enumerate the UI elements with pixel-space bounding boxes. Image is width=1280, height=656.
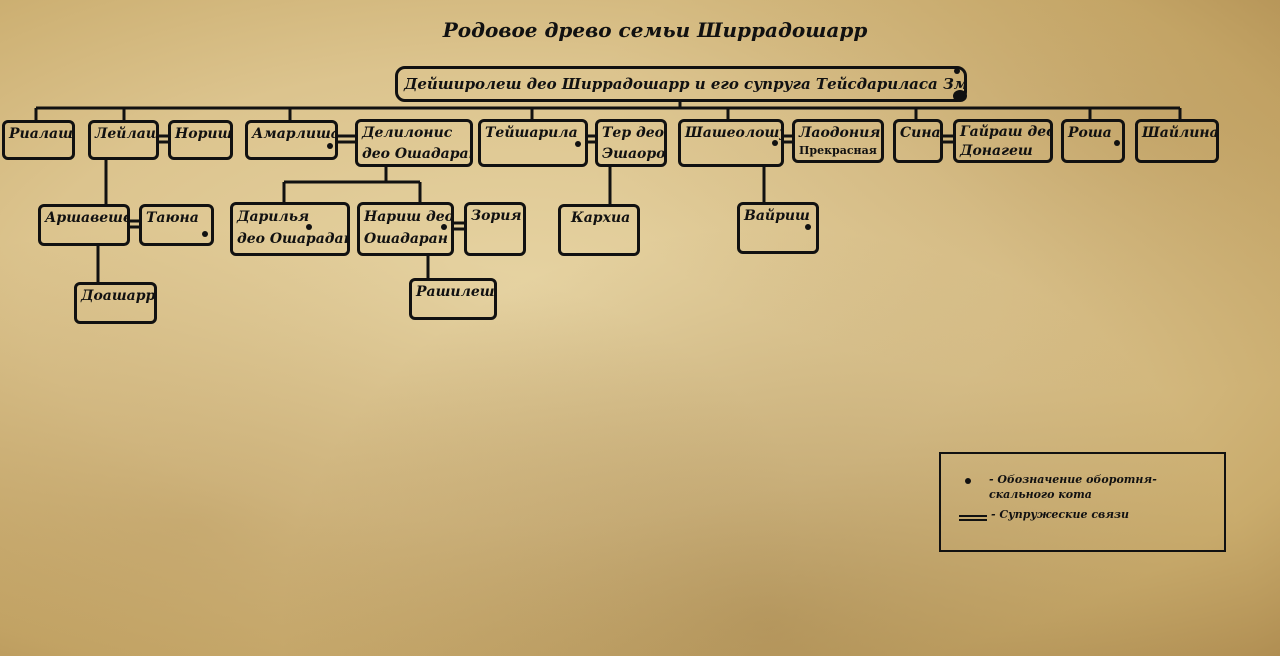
marker-vairish [805, 224, 811, 230]
label-darilya-2: део Ошарадан [237, 231, 350, 247]
legend-marker-dot [965, 478, 971, 484]
root-label: Дейширолеш део Ширрадошарр и его супруга… [404, 75, 967, 93]
node-norish: Нориш [168, 120, 233, 160]
node-doasharr: Доашарр [74, 282, 157, 324]
label-sina: Сина [900, 125, 941, 141]
legend-marker-text: - Обозначение оборотня-скального кота [989, 473, 1157, 501]
label-rashilesh: Рашилеш [416, 284, 495, 300]
node-laodoniya: Лаодония Прекрасная [792, 119, 884, 163]
node-shailina: Шайлина [1135, 119, 1219, 163]
label-tayuna: Таюна [146, 210, 199, 226]
label-gairash-2: Донагеш [960, 143, 1033, 159]
marker-darilya [306, 224, 312, 230]
node-rosha: Роша [1061, 119, 1125, 163]
label-doasharr: Доашарр [81, 288, 156, 304]
label-delilonis-2: део Ошадаран [362, 146, 473, 162]
node-narish: Нариш део Ошадаран [357, 202, 454, 256]
label-shasheoloshu: Шашеолошу [685, 125, 784, 141]
marker-teisharila [575, 141, 581, 147]
label-narish-1: Нариш део [364, 209, 454, 225]
label-darilya-1: Дарилья [237, 209, 310, 225]
label-shailina: Шайлина [1142, 125, 1219, 141]
label-rosha: Роша [1068, 125, 1112, 141]
label-arshaveshe: Аршавеше [45, 210, 130, 226]
node-karhia: Кархиа [558, 204, 640, 256]
node-gairash: Гайраш део Донагеш [953, 119, 1053, 163]
label-amarlisha: Амарлиша [252, 126, 338, 142]
label-ter-2: Эшаоро [602, 146, 666, 162]
label-vairish: Вайриш [744, 208, 810, 224]
node-shasheoloshu: Шашеолошу [678, 119, 784, 167]
legend-marriage-text: - Супружеские связи [991, 508, 1130, 521]
label-laodoniya-epithet: Прекрасная [799, 144, 877, 157]
node-amarlisha: Амарлиша [245, 120, 338, 160]
node-sina: Сина [893, 119, 943, 163]
marker-shasheoloshu [772, 140, 778, 146]
node-darilya: Дарилья део Ошарадан [230, 202, 350, 256]
marriage-arshaveshe-tayuna [128, 219, 140, 229]
marker-amarlisha [327, 143, 333, 149]
marriage-amarlisha-delilonis [336, 134, 356, 144]
label-teisharila: Тейшарила [485, 125, 578, 141]
legend-box: - Обозначение оборотня-скального кота - … [939, 452, 1226, 552]
marker-narish [441, 224, 447, 230]
label-karhia: Кархиа [571, 210, 631, 226]
node-root-couple: Дейширолеш део Ширрадошарр и его супруга… [395, 66, 967, 102]
label-narish-2: Ошадаран [364, 231, 448, 247]
diagram-title: Родовое древо семьи Ширрадошарр [442, 18, 868, 42]
label-leilash: Лейлаш [95, 126, 159, 142]
label-rialash: Риалаш [9, 126, 73, 142]
node-leilash: Лейлаш [88, 120, 159, 160]
marriage-sina-gairash [942, 134, 954, 144]
node-rashilesh: Рашилеш [409, 278, 497, 320]
node-tayuna: Таюна [139, 204, 214, 246]
label-delilonis-1: Делилонис [362, 125, 453, 141]
node-teisharila: Тейшарила [478, 119, 588, 167]
legend-marriage-line [959, 515, 987, 521]
label-norish: Нориш [175, 126, 233, 142]
node-vairish: Вайриш [737, 202, 819, 254]
node-arshaveshe: Аршавеше [38, 204, 130, 246]
label-ter-1: Тер део [602, 125, 664, 141]
marker-root-dot [954, 68, 960, 74]
label-laodoniya: Лаодония [799, 125, 881, 141]
node-rialash: Риалаш [2, 120, 75, 160]
marker-root-dot-large [953, 90, 967, 102]
marker-tayuna [202, 231, 208, 237]
marker-rosha [1114, 140, 1120, 146]
drop-delilonis-children [282, 166, 422, 202]
label-zoriya: Зория [471, 208, 522, 224]
child-drops-gen1 [34, 108, 1182, 120]
label-gairash-1: Гайраш део [960, 124, 1053, 140]
node-ter: Тер део Эшаоро [595, 119, 667, 167]
node-delilonis: Делилонис део Ошадаран [355, 119, 473, 167]
marriage-narish-zoriya [452, 221, 464, 231]
node-zoriya: Зория [464, 202, 526, 256]
